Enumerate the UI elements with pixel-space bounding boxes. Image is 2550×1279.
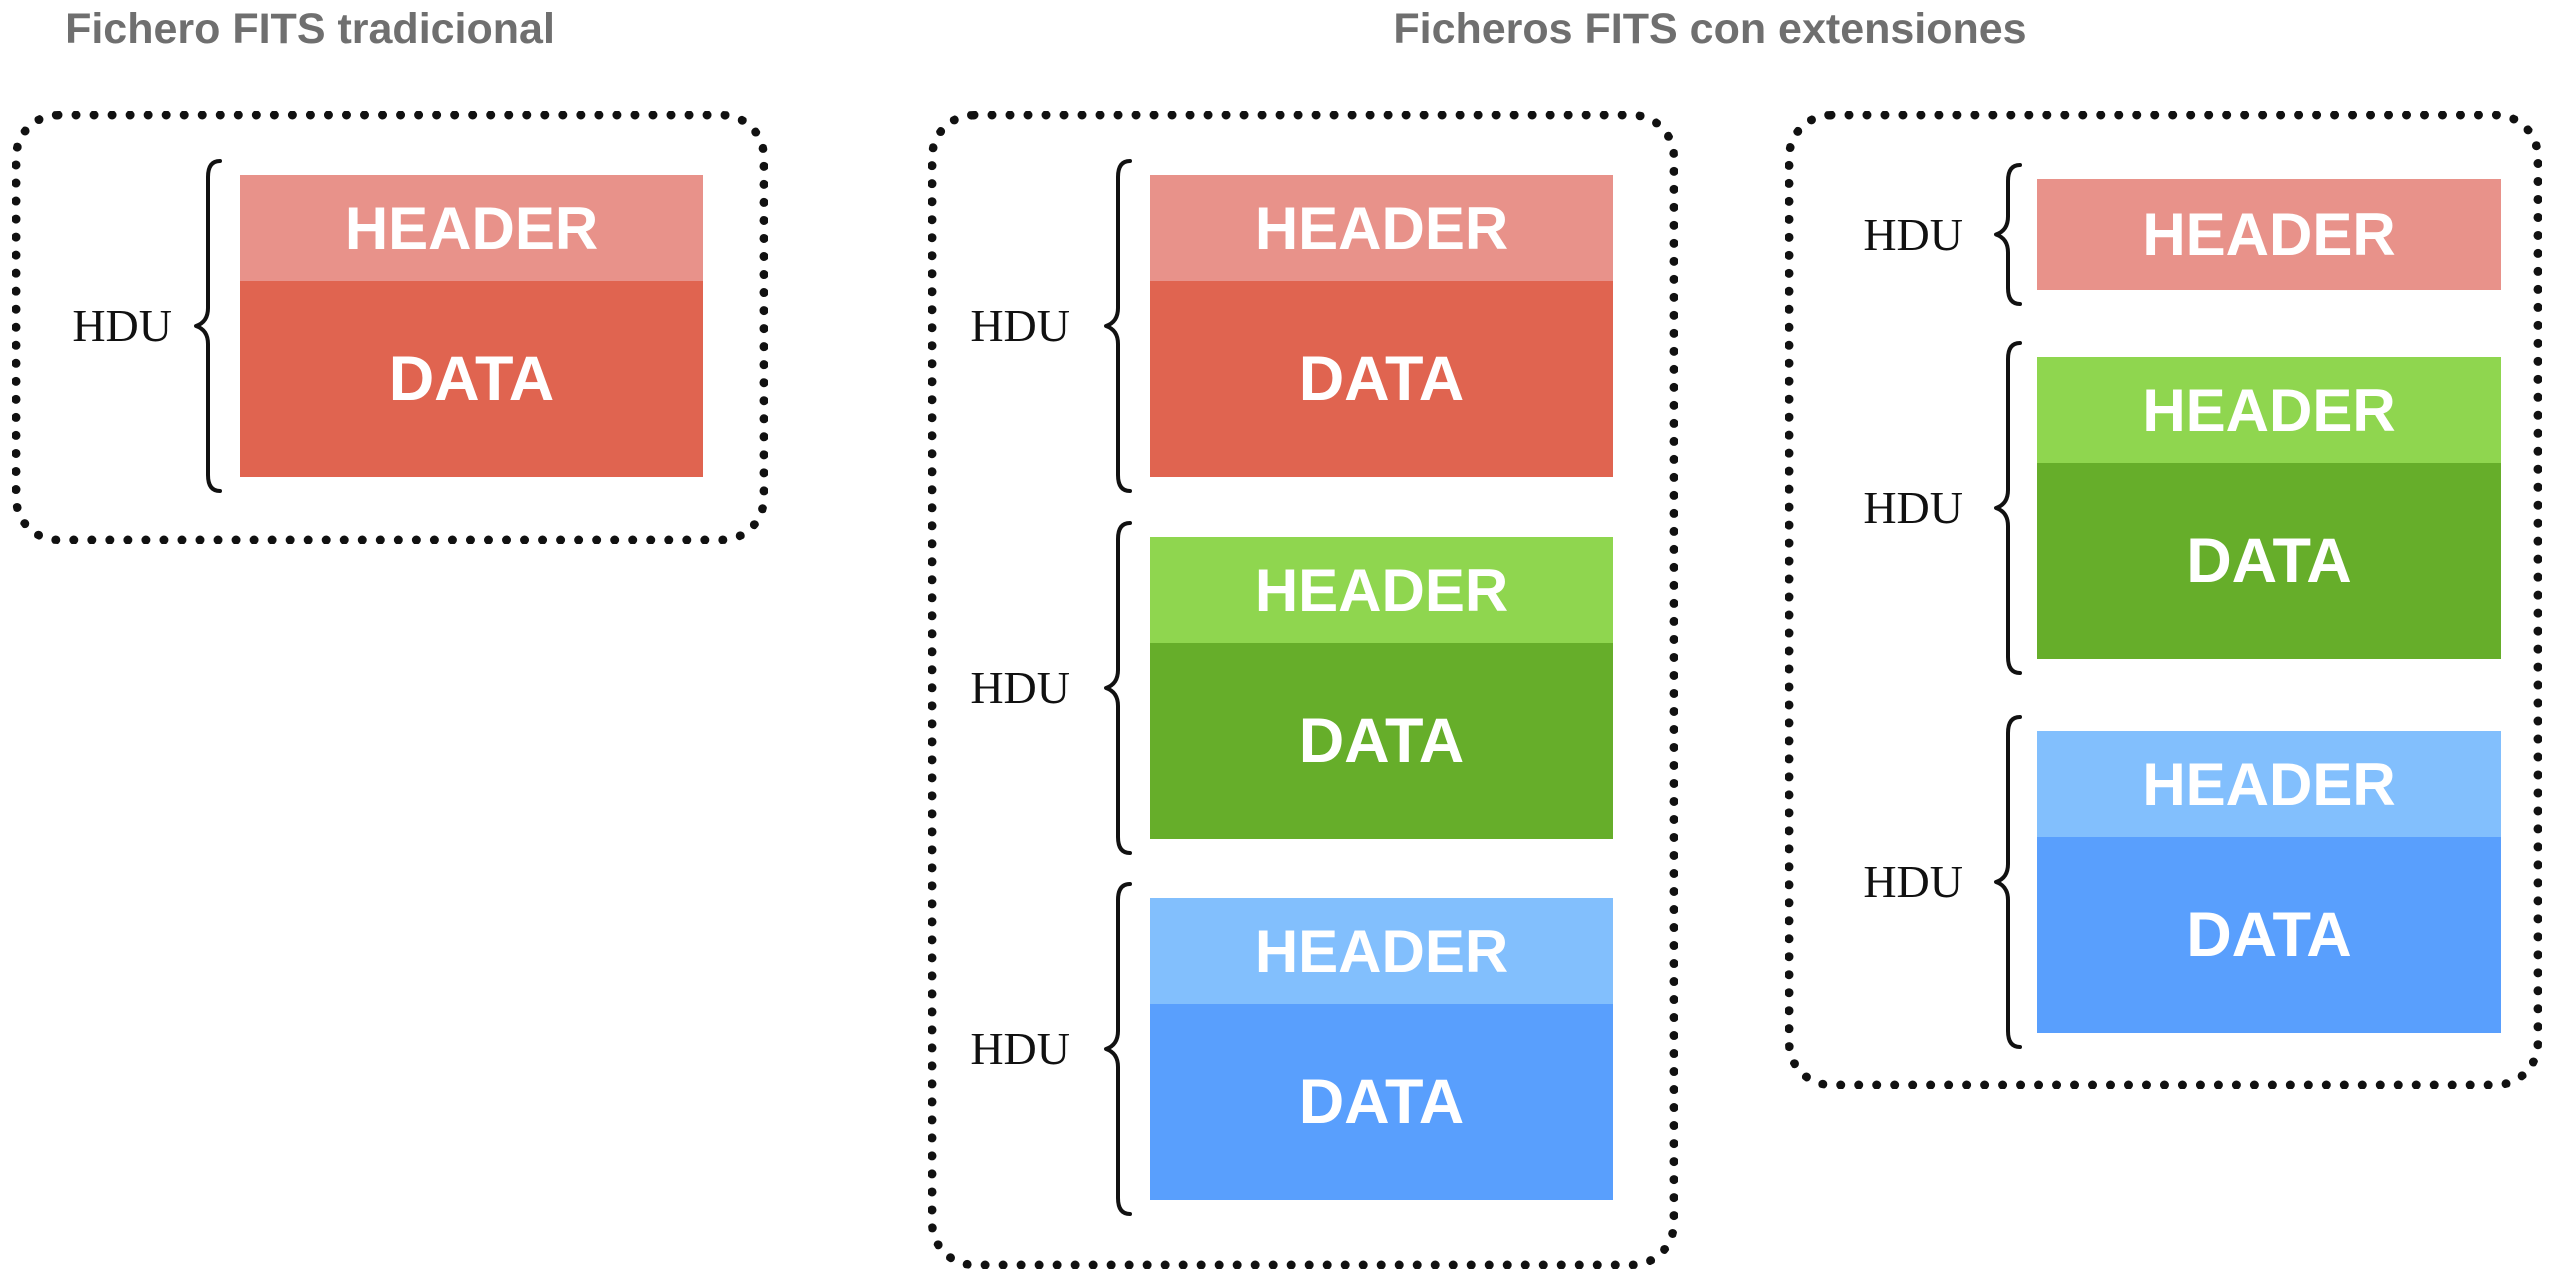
curly-brace-path bbox=[1104, 882, 1132, 1216]
title-extensions: Ficheros FITS con extensiones bbox=[1393, 5, 2027, 53]
hdu-label: HDU bbox=[970, 1023, 1070, 1074]
data-segment: DATA bbox=[240, 281, 703, 477]
hdu-label: HDU bbox=[72, 300, 172, 351]
data-segment: DATA bbox=[1150, 1004, 1613, 1200]
header-segment: HEADER bbox=[2037, 357, 2501, 463]
hdu-label: HDU bbox=[1863, 856, 1963, 907]
header-segment: HEADER bbox=[1150, 537, 1613, 643]
hdu-label: HDU bbox=[970, 662, 1070, 713]
curly-brace bbox=[1994, 715, 2022, 1049]
data-segment: DATA bbox=[1150, 643, 1613, 839]
data-segment: DATA bbox=[1150, 281, 1613, 477]
header-segment: HEADER bbox=[1150, 898, 1613, 1004]
curly-brace-path bbox=[1994, 163, 2022, 306]
hdu-label: HDU bbox=[970, 300, 1070, 351]
data-segment: DATA bbox=[2037, 463, 2501, 659]
data-segment: DATA bbox=[2037, 837, 2501, 1033]
curly-brace bbox=[1994, 341, 2022, 675]
hdu-block-red: HEADER bbox=[2037, 179, 2501, 290]
curly-brace-path bbox=[194, 159, 222, 493]
hdu-label: HDU bbox=[1863, 482, 1963, 533]
curly-brace-path bbox=[1994, 341, 2022, 675]
curly-brace-path bbox=[1104, 159, 1132, 493]
curly-brace bbox=[1104, 882, 1132, 1216]
header-segment: HEADER bbox=[1150, 175, 1613, 281]
curly-brace bbox=[194, 159, 222, 493]
title-traditional: Fichero FITS tradicional bbox=[65, 5, 555, 53]
curly-brace bbox=[1994, 163, 2022, 306]
fits-file-frame-extensions-image bbox=[928, 111, 1678, 1269]
header-segment: HEADER bbox=[2037, 179, 2501, 290]
curly-brace-path bbox=[1994, 715, 2022, 1049]
hdu-label: HDU bbox=[1863, 208, 1963, 260]
curly-brace bbox=[1104, 521, 1132, 855]
fits-file-frame-traditional bbox=[12, 111, 768, 544]
fits-file-frame-extensions-table bbox=[1785, 111, 2542, 1089]
curly-brace bbox=[1104, 159, 1132, 493]
curly-brace-path bbox=[1104, 521, 1132, 855]
header-segment: HEADER bbox=[2037, 731, 2501, 837]
header-segment: HEADER bbox=[240, 175, 703, 281]
